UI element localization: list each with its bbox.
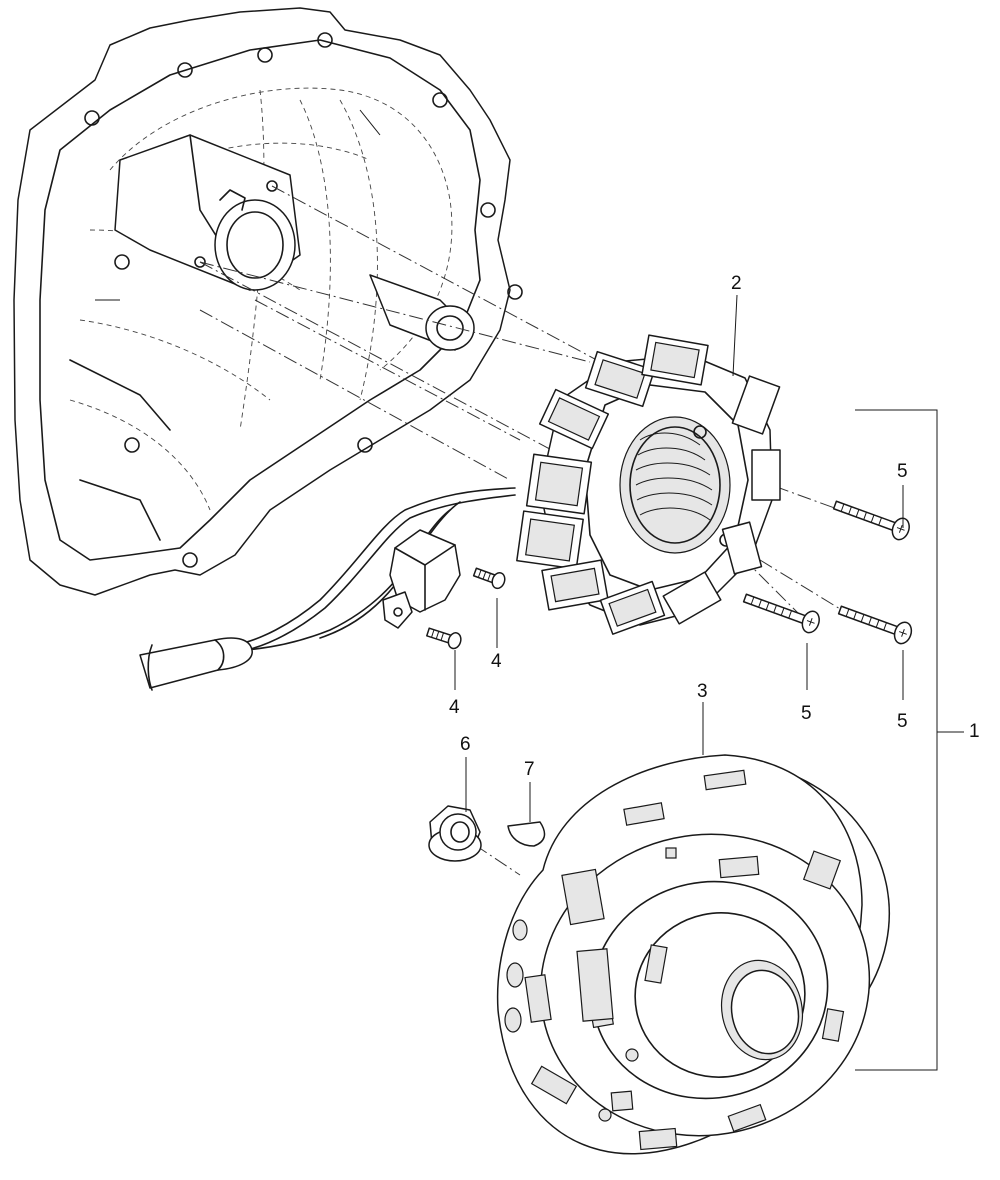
callout-label: 4 bbox=[491, 651, 502, 672]
callout-label: 7 bbox=[524, 759, 535, 780]
callout-label: 2 bbox=[731, 273, 742, 294]
engine-cover-icon bbox=[13, 7, 523, 596]
woodruff-key-icon bbox=[507, 821, 546, 847]
callout-label: 5 bbox=[897, 711, 908, 732]
stator-coil-icon bbox=[516, 334, 781, 635]
flywheel-rotor-icon bbox=[496, 754, 891, 1155]
callout-label: 6 bbox=[460, 734, 471, 755]
leader-lines bbox=[454, 294, 964, 1071]
pickup-sensor-icon bbox=[139, 487, 516, 691]
screw-icon bbox=[426, 500, 913, 650]
callout-label: 4 bbox=[449, 697, 460, 718]
callout-label: 5 bbox=[801, 703, 812, 724]
callout-label: 5 bbox=[897, 461, 908, 482]
callout-label: 1 bbox=[969, 721, 980, 742]
flange-nut-icon bbox=[428, 805, 482, 862]
callout-label: 3 bbox=[697, 681, 708, 702]
